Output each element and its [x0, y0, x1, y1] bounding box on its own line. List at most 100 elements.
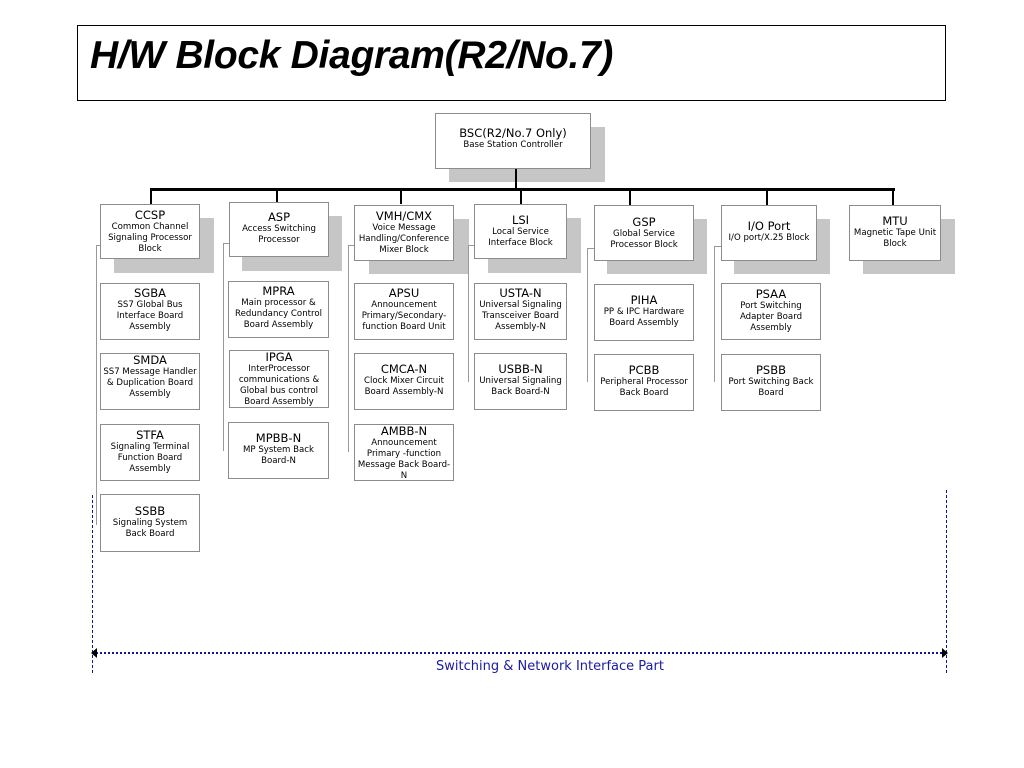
- board-smda-desc: SS7 Message Handler & Duplication Board …: [103, 367, 197, 399]
- span-right-arrow-icon: [942, 648, 948, 658]
- left-dashed-boundary: [92, 495, 93, 673]
- vmh-board-line: [348, 245, 349, 452]
- io-board-line: [714, 246, 715, 382]
- asp-board-stub: [223, 243, 229, 244]
- board-sgba-abbr: SGBA: [134, 286, 166, 300]
- board-mpbb-n: MPBB-N MP System Back Board-N: [228, 422, 329, 479]
- drop-ccsp: [150, 188, 152, 205]
- block-asp: ASP Access Switching Processor: [229, 202, 329, 257]
- vmh-board-stub: [348, 245, 354, 246]
- root-connector: [515, 169, 517, 190]
- board-pcbb-desc: Peripheral Processor Back Board: [600, 377, 688, 398]
- board-mpra: MPRA Main processor & Redundancy Control…: [228, 281, 329, 338]
- block-asp-abbr: ASP: [267, 210, 291, 224]
- title-frame: H/W Block Diagram(R2/No.7): [77, 25, 946, 101]
- ccsp-board-line: [96, 245, 97, 525]
- right-dashed-boundary: [946, 490, 947, 673]
- block-lsi-abbr: LSI: [511, 213, 530, 227]
- bsc-label: BSC(R2/No.7 Only): [459, 126, 567, 140]
- board-ssbb-desc: Signaling System Back Board: [112, 518, 188, 539]
- board-ipga-abbr: IPGA: [265, 350, 293, 364]
- gsp-board-stub: [587, 248, 594, 249]
- board-sgba-desc: SS7 Global Bus Interface Board Assembly: [116, 300, 184, 332]
- board-mpra-abbr: MPRA: [262, 284, 295, 298]
- board-piha-desc: PP & IPC Hardware Board Assembly: [603, 307, 685, 328]
- board-usbb-desc: Universal Signaling Back Board-N: [479, 376, 562, 397]
- board-usta-n: USTA-N Universal Signaling Transceiver B…: [474, 283, 567, 340]
- block-lsi: LSI Local Service Interface Block: [474, 204, 567, 259]
- bsc-root-block: BSC(R2/No.7 Only) Base Station Controlle…: [435, 113, 591, 169]
- board-ssbb: SSBB Signaling System Back Board: [100, 494, 200, 552]
- span-dotted-line: [96, 652, 942, 654]
- board-mpbb-desc: MP System Back Board-N: [243, 445, 314, 466]
- drop-vmh: [400, 188, 402, 204]
- span-left-arrow-icon: [91, 648, 97, 658]
- board-psbb: PSBB Port Switching Back Board: [721, 354, 821, 411]
- board-usta-abbr: USTA-N: [499, 286, 542, 300]
- lsi-board-stub: [468, 245, 474, 246]
- drop-gsp: [629, 188, 631, 206]
- board-piha-abbr: PIHA: [630, 293, 658, 307]
- board-psaa-desc: Port Switching Adapter Board Assembly: [739, 301, 803, 333]
- block-ccsp-desc: Common Channel Signaling Processor Block: [108, 222, 192, 254]
- block-gsp-desc: Global Service Processor Block: [610, 229, 678, 250]
- board-usbb-n: USBB-N Universal Signaling Back Board-N: [474, 353, 567, 410]
- board-piha: PIHA PP & IPC Hardware Board Assembly: [594, 284, 694, 341]
- block-mtu-abbr: MTU: [882, 214, 908, 228]
- board-cmca-n: CMCA-N Clock Mixer Circuit Board Assembl…: [354, 353, 454, 410]
- board-ipga: IPGA InterProcessor communications & Glo…: [229, 350, 329, 408]
- block-gsp-abbr: GSP: [632, 215, 656, 229]
- board-stfa-desc: Signaling Terminal Function Board Assemb…: [110, 442, 190, 474]
- page-title: H/W Block Diagram(R2/No.7): [90, 34, 614, 77]
- drop-mtu: [892, 188, 894, 205]
- block-ccsp: CCSP Common Channel Signaling Processor …: [100, 204, 200, 259]
- board-cmca-abbr: CMCA-N: [380, 362, 428, 376]
- block-mtu: MTU Magnetic Tape Unit Block: [849, 205, 941, 261]
- gsp-board-line: [587, 248, 588, 382]
- board-mpra-desc: Main processor & Redundancy Control Boar…: [235, 298, 322, 330]
- board-apsu-abbr: APSU: [388, 286, 420, 300]
- block-mtu-desc: Magnetic Tape Unit Block: [853, 228, 937, 249]
- board-pcbb-abbr: PCBB: [628, 363, 660, 377]
- board-ambb-n: AMBB-N Announcement Primary -function Me…: [354, 424, 454, 481]
- board-smda-abbr: SMDA: [133, 353, 167, 367]
- block-io-abbr: I/O Port: [747, 219, 791, 233]
- drop-asp: [276, 188, 278, 202]
- board-psbb-abbr: PSBB: [755, 363, 786, 377]
- block-io-desc: I/O port/X.25 Block: [728, 233, 810, 243]
- asp-board-line: [223, 243, 224, 451]
- main-bus: [150, 188, 895, 191]
- board-usbb-abbr: USBB-N: [498, 362, 543, 376]
- board-pcbb: PCBB Peripheral Processor Back Board: [594, 354, 694, 411]
- board-psaa: PSAA Port Switching Adapter Board Assemb…: [721, 283, 821, 340]
- board-stfa-abbr: STFA: [136, 428, 164, 442]
- block-vmh-desc: Voice Message Handling/Conference Mixer …: [358, 223, 450, 255]
- board-stfa: STFA Signaling Terminal Function Board A…: [100, 424, 200, 481]
- drop-io: [766, 188, 768, 206]
- block-vmh-abbr: VMH/CMX: [375, 209, 433, 223]
- io-board-stub: [714, 246, 721, 247]
- switching-network-caption: Switching & Network Interface Part: [436, 659, 664, 674]
- board-apsu: APSU Announcement Primary/Secondary-func…: [354, 283, 454, 340]
- block-ccsp-abbr: CCSP: [134, 208, 166, 222]
- board-smda: SMDA SS7 Message Handler & Duplication B…: [100, 353, 200, 410]
- lsi-board-line: [468, 245, 469, 382]
- block-vmh: VMH/CMX Voice Message Handling/Conferenc…: [354, 205, 454, 261]
- ccsp-board-stub: [96, 245, 101, 246]
- board-ipga-desc: InterProcessor communications & Global b…: [238, 364, 320, 407]
- block-gsp: GSP Global Service Processor Block: [594, 205, 694, 261]
- board-sgba: SGBA SS7 Global Bus Interface Board Asse…: [100, 283, 200, 340]
- board-usta-desc: Universal Signaling Transceiver Board As…: [479, 300, 562, 332]
- bsc-desc: Base Station Controller: [463, 140, 563, 150]
- board-psbb-desc: Port Switching Back Board: [728, 377, 814, 398]
- block-lsi-desc: Local Service Interface Block: [488, 227, 553, 248]
- board-ambb-desc: Announcement Primary -function Message B…: [357, 438, 451, 481]
- board-ssbb-abbr: SSBB: [134, 504, 166, 518]
- board-ambb-abbr: AMBB-N: [380, 424, 428, 438]
- drop-lsi: [520, 188, 522, 205]
- board-apsu-desc: Announcement Primary/Secondary-function …: [361, 300, 447, 332]
- board-mpbb-abbr: MPBB-N: [255, 431, 302, 445]
- board-cmca-desc: Clock Mixer Circuit Board Assembly-N: [364, 376, 444, 397]
- board-psaa-abbr: PSAA: [755, 287, 787, 301]
- block-io-port: I/O Port I/O port/X.25 Block: [721, 205, 817, 261]
